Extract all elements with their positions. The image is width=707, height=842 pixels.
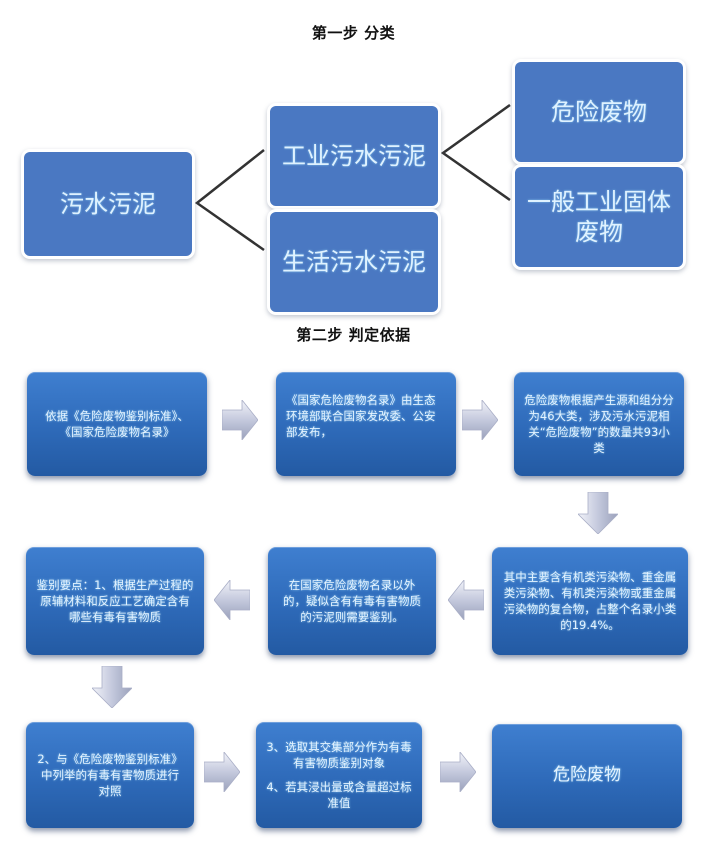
- step2-box-compare-standard: 2、与《危险废物鉴别标准》中列举的有毒有害物质进行对照: [26, 722, 194, 828]
- node-hazardous-waste: 危险废物: [515, 62, 683, 162]
- step4-text: 4、若其浸出量或含量超过标准值: [266, 780, 412, 811]
- step2-box-identification-points: 鉴别要点：1、根据生产过程的原辅材料和反应工艺确定含有哪些有毒有害物质: [26, 547, 204, 655]
- arrow-down-icon: [92, 666, 132, 708]
- node-sewage-sludge: 污水污泥: [24, 152, 192, 256]
- tree-connectors: [194, 103, 511, 252]
- step3-text: 3、选取其交集部分作为有毒有害物质鉴别对象: [266, 739, 412, 770]
- arrow-right-icon: [222, 400, 258, 440]
- arrow-right-icon: [204, 752, 240, 792]
- node-domestic-sludge: 生活污水污泥: [270, 212, 438, 312]
- step2-box-result-hazardous: 危险废物: [492, 724, 682, 828]
- arrow-down-icon: [578, 492, 618, 534]
- step2-box-categories: 危险废物根据产生源和组分分为46大类，涉及污水污泥相关“危险废物”的数量共93小…: [514, 372, 684, 476]
- arrow-right-icon: [462, 400, 498, 440]
- step2-box-pollutant-composition: 其中主要含有机类污染物、重金属类污染物、有机类污染物或重金属污染物的复合物，占整…: [492, 547, 688, 655]
- step2-heading: 第二步 判定依据: [296, 326, 411, 344]
- step2-box-outside-catalog: 在国家危险废物名录以外的，疑似含有有毒有害物质的污泥则需要鉴别。: [268, 547, 436, 655]
- arrow-left-icon: [214, 580, 250, 620]
- node-industrial-sludge: 工业污水污泥: [270, 106, 438, 206]
- step2-box-select-and-test: 3、选取其交集部分作为有毒有害物质鉴别对象 4、若其浸出量或含量超过标准值: [256, 722, 422, 828]
- step1-heading: 第一步 分类: [311, 24, 396, 42]
- step2-box-basis: 依据《危险废物鉴别标准》、《国家危险废物名录》: [27, 372, 207, 476]
- node-general-solid-waste: 一般工业固体废物: [515, 167, 683, 267]
- arrow-left-icon: [448, 580, 484, 620]
- step2-box-catalog-publisher: 《国家危险废物名录》由生态环境部联合国家发改委、公安部发布，: [276, 372, 456, 476]
- arrow-right-icon: [440, 752, 476, 792]
